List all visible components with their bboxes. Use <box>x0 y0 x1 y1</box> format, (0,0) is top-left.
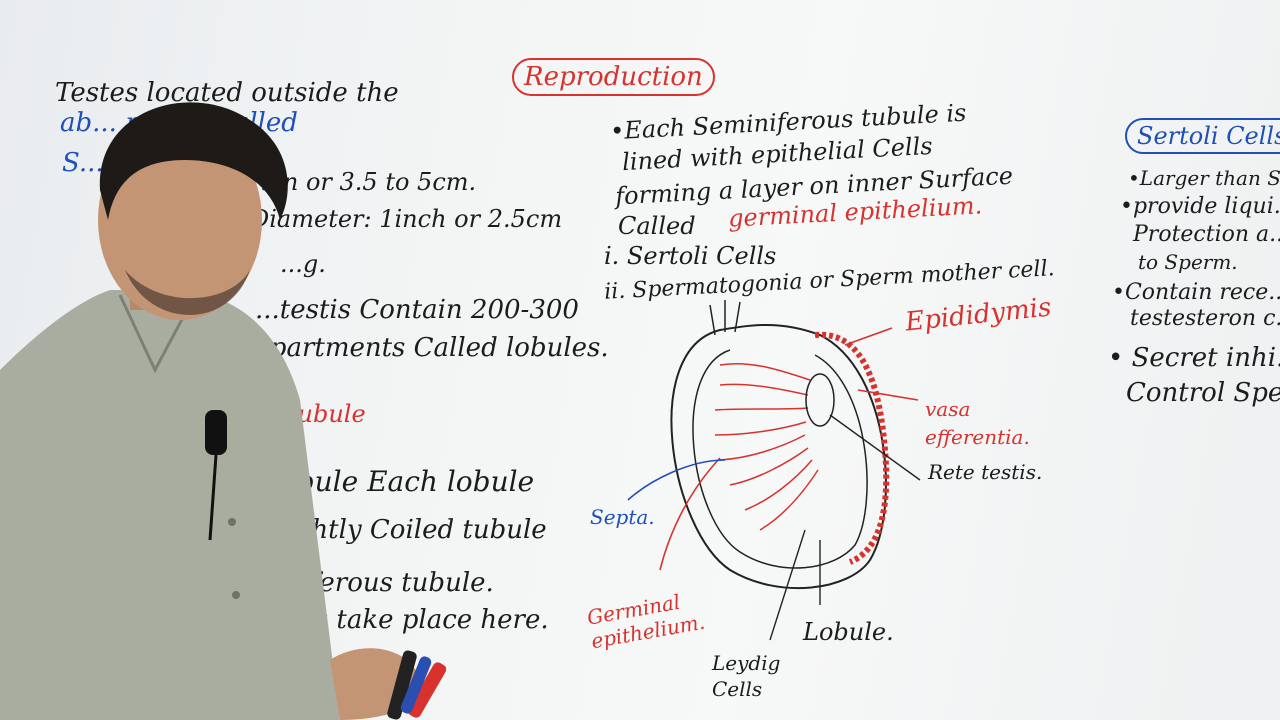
right-title-sertoli: Sertoli Cells <box>1125 118 1280 154</box>
epididymis <box>814 331 890 565</box>
note-line-8: ...partments Called lobules. <box>245 333 609 363</box>
note-line-4: ...n or 3.5 to 5cm. <box>260 168 477 196</box>
marker-blue <box>400 656 432 714</box>
right-line-2: •provide liqui... <box>1120 194 1280 219</box>
label-vasa-efferentia: vasa efferentia. <box>925 397 1030 449</box>
right-line-7: • Secret inhi... <box>1108 343 1280 373</box>
right-line-1: •Larger than S... <box>1128 166 1280 190</box>
note-line-6: ...g. <box>280 250 326 278</box>
label-septa: Septa. <box>590 505 655 529</box>
marker-black <box>387 650 417 720</box>
right-line-6: testesteron c... <box>1130 306 1280 331</box>
presenter <box>0 102 447 720</box>
middle-line-4: Called <box>618 212 696 240</box>
note-line-1: Testes located outside the <box>55 78 399 108</box>
presenter-shirt <box>0 290 340 720</box>
testis-diagram <box>627 300 921 641</box>
note-line-7: ...testis Contain 200-300 <box>255 295 579 325</box>
note-line-13: ...s take place here. <box>290 605 549 635</box>
right-line-3: Protection a... <box>1133 222 1280 247</box>
label-leydig-cells: Leydig Cells <box>712 651 781 701</box>
title-reproduction: Reproduction <box>512 58 715 96</box>
right-line-5: •Contain rece... <box>1112 280 1280 305</box>
right-line-8: Control Spe... <box>1126 378 1280 408</box>
rete-testis <box>805 373 835 427</box>
marker-red <box>407 662 447 718</box>
note-line-10: ...bule Each lobule <box>270 465 535 498</box>
label-lobule: Lobule. <box>803 618 894 646</box>
label-rete-testis: Rete testis. <box>928 460 1043 484</box>
note-line-3: S... <box>62 148 104 178</box>
lapel-mic <box>205 410 227 455</box>
testis-outline <box>670 324 887 590</box>
right-line-4: to Sperm. <box>1138 250 1238 274</box>
presenter-hair <box>99 102 288 220</box>
note-line-5: Diameter: 1inch or 2.5cm <box>250 205 563 233</box>
lobules <box>714 362 819 531</box>
spermatic-cord <box>709 300 741 336</box>
middle-line-5: i. Sertoli Cells <box>604 242 777 270</box>
